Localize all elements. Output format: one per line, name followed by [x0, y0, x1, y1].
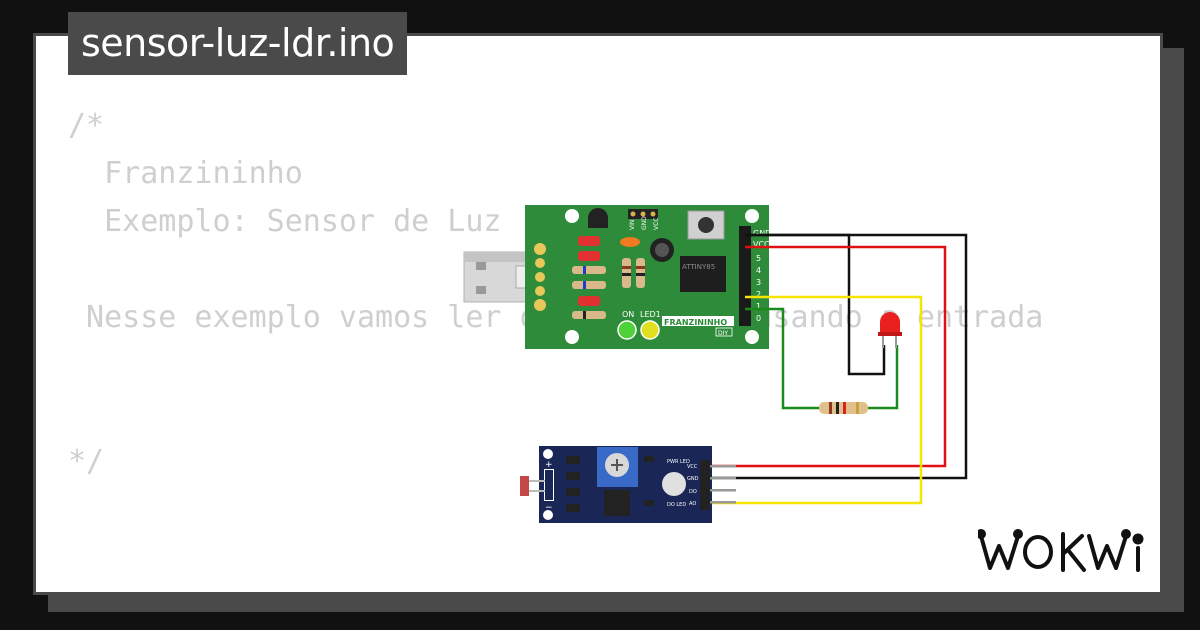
- mod-pin-do: DO: [689, 489, 697, 495]
- code-line: Exemplo: Sensor de Luz: [68, 204, 502, 239]
- wire-pin1: [745, 307, 819, 410]
- code-line: /*: [68, 108, 105, 143]
- ldr-sensor-module: + − PWR LED DO LED VCC GND DO AO: [520, 446, 736, 523]
- pin-vcc: VCC: [753, 240, 770, 249]
- pin-label-gnd-top: GND: [641, 216, 648, 230]
- mod-pin-vcc: VCC: [687, 464, 698, 470]
- code-line: //Comentario do sensor LDR: [68, 582, 1043, 592]
- resistor: [819, 402, 868, 414]
- mod-pin-gnd: GND: [687, 476, 699, 482]
- led1-label: LED1: [640, 310, 661, 319]
- code-line: Franzininho: [68, 156, 303, 191]
- pin-4: 4: [756, 266, 761, 275]
- pin-5: 5: [756, 254, 761, 263]
- plus-label: +: [545, 460, 553, 470]
- pin-label-vcc-top: VCC: [653, 218, 660, 230]
- wires: [712, 233, 968, 505]
- file-title: sensor-luz-ldr.ino: [68, 12, 408, 75]
- red-led: [878, 312, 902, 348]
- wire-resistor-led: [868, 345, 899, 410]
- code-line: */: [68, 444, 105, 479]
- diy-label: DIY: [718, 330, 728, 337]
- chip-label: ATTINY85: [682, 263, 715, 271]
- minus-label: −: [545, 503, 553, 513]
- mod-pin-ao: AO: [689, 501, 696, 507]
- pin-label-vin: VIN: [629, 220, 636, 230]
- pin-2: 2: [756, 290, 761, 299]
- wire-analog: [712, 295, 923, 505]
- pin-gnd: GND: [753, 229, 771, 238]
- franzininho-board: VIN GND VCC ATTINY85 ON L: [525, 205, 771, 349]
- led-on-label: ON: [622, 310, 634, 319]
- brand-label: FRANZININHO: [664, 318, 727, 327]
- wire-vcc: [712, 245, 947, 468]
- wire-gnd: [712, 233, 968, 480]
- wire-led-gnd: [745, 233, 886, 376]
- pin-3: 3: [756, 278, 761, 287]
- do-led-label: DO LED: [667, 502, 686, 508]
- pin-0: 0: [756, 314, 761, 323]
- wokwi-logo: [978, 529, 1144, 572]
- pin-1: 1: [756, 302, 761, 311]
- pwr-led-label: PWR LED: [667, 459, 690, 465]
